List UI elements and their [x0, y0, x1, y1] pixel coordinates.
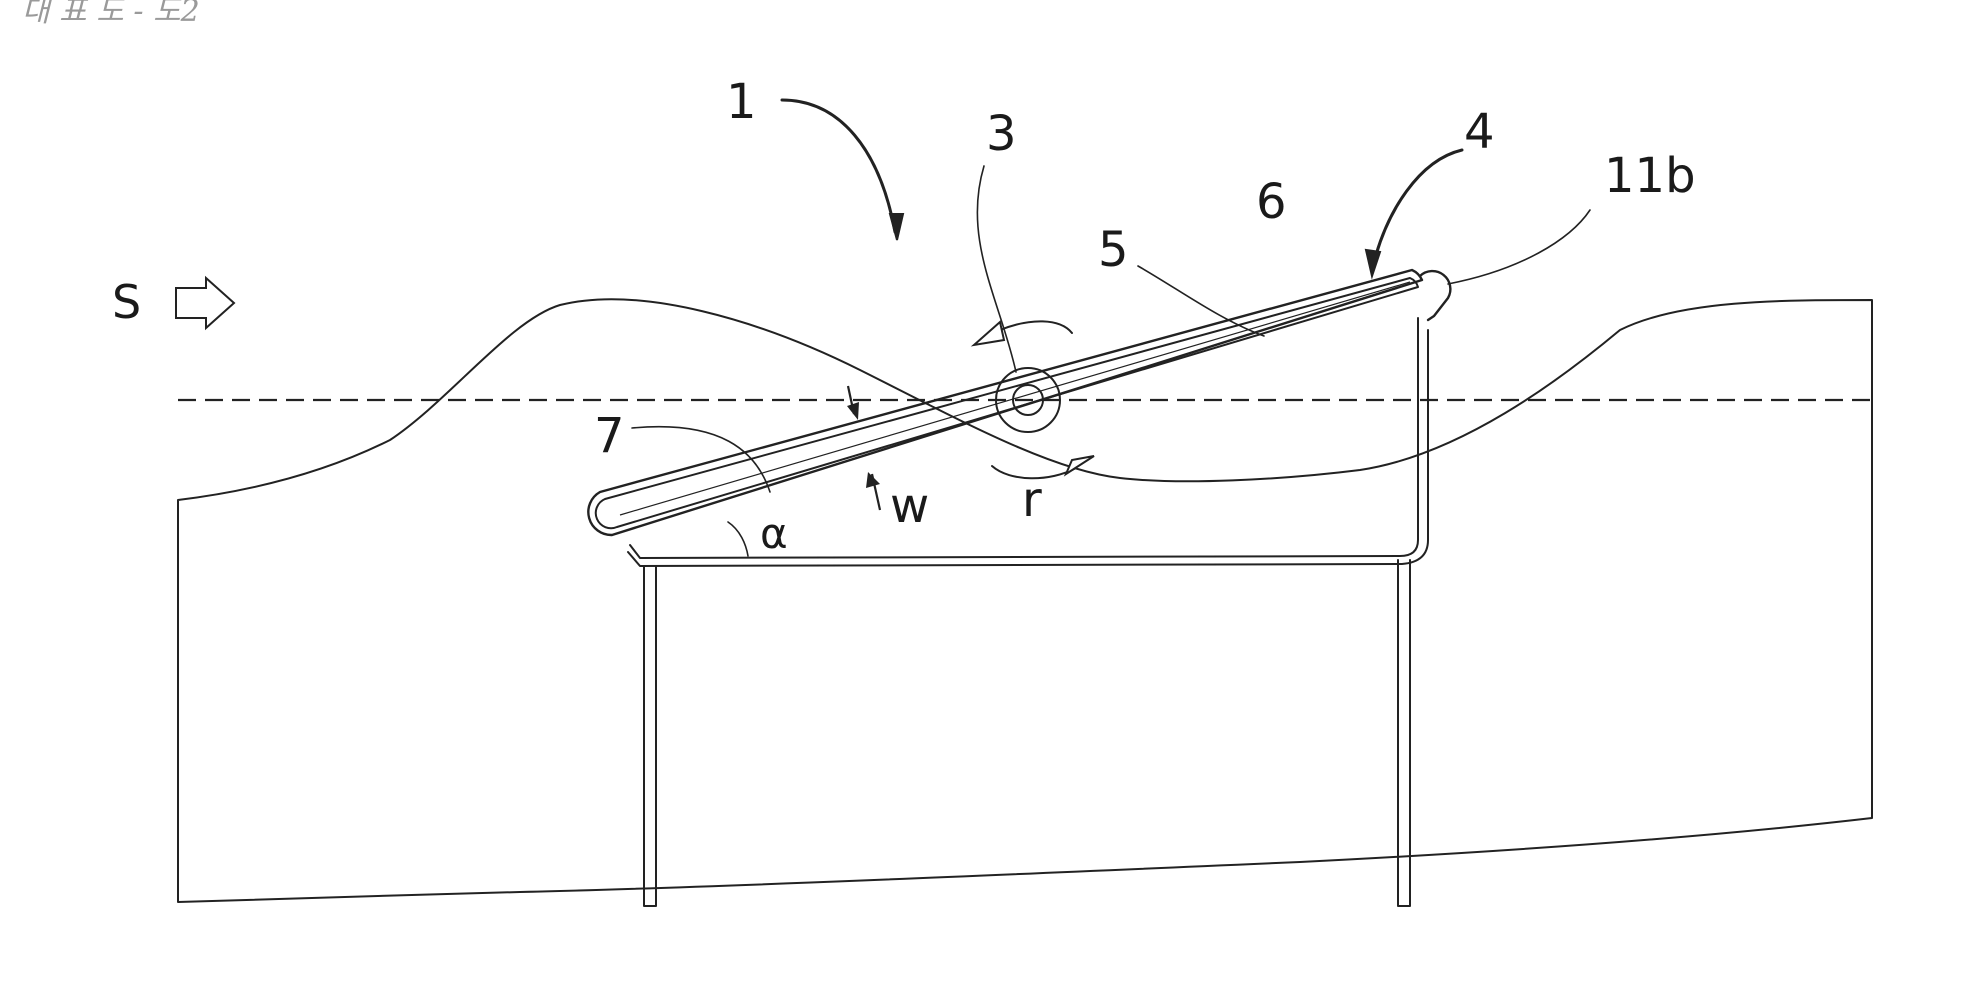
label-angle: α [760, 509, 788, 558]
label-rotation: r [1022, 472, 1042, 528]
label-pivot: 3 [986, 106, 1017, 162]
left-support-leg [644, 566, 656, 906]
label-part-5: 5 [1098, 222, 1129, 278]
label-outline: 11b [1604, 148, 1696, 204]
leader-rotor-4-head [1366, 250, 1380, 276]
label-device: 1 [726, 74, 757, 130]
leader-rotor-4 [1372, 150, 1462, 270]
leader-device-1 [782, 100, 895, 232]
housing-bracket [628, 318, 1428, 566]
rotor-blade-tip [1420, 271, 1450, 320]
width-arrow-top-head [847, 402, 859, 420]
leader-part-5 [1138, 266, 1264, 336]
flow-arrow-icon [176, 278, 234, 328]
leader-device-1-head [890, 214, 903, 240]
right-support-leg [1398, 560, 1410, 906]
rotation-arrow-top-head [974, 322, 1004, 345]
rotation-arrow-top [1000, 321, 1072, 333]
label-part-7: 7 [594, 408, 625, 464]
angle-arc [728, 522, 748, 556]
blade-midline [620, 282, 1410, 515]
wave-line [1448, 210, 1590, 284]
water-body-outline [178, 299, 1872, 902]
label-rotor: 4 [1464, 104, 1495, 160]
label-part-6: 6 [1256, 174, 1287, 230]
label-flow: S [112, 275, 141, 329]
label-width: w [890, 478, 929, 534]
